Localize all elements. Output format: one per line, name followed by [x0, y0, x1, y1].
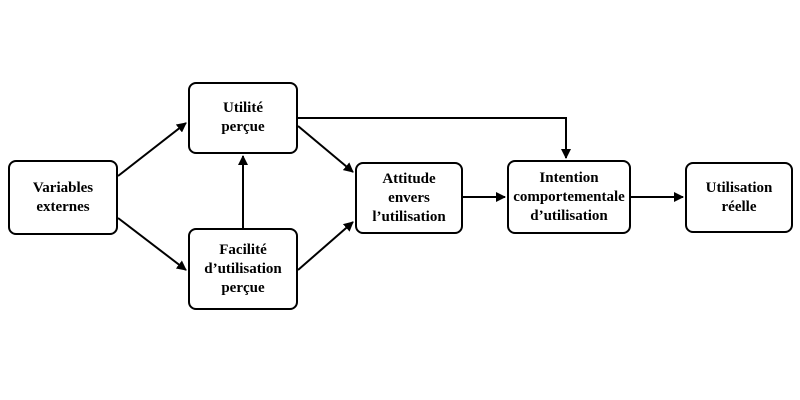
node-label-attitude: Attitude envers l’utilisation	[372, 170, 446, 225]
node-facilite-utilisation: Facilité d’utilisation perçue	[188, 228, 298, 310]
node-label-intention: Intention comportementale d’utilisation	[513, 169, 625, 224]
node-label-utilite-percue: Utilité perçue	[221, 100, 265, 135]
arrow-variables-to-utilite	[117, 122, 187, 177]
node-variables-externes: Variables externes	[8, 160, 118, 235]
node-attitude: Attitude envers l’utilisation	[355, 162, 463, 234]
arrow-variables-to-facilite	[117, 217, 187, 271]
arrow-facilite-to-attitude	[297, 221, 354, 271]
node-label-variables-externes: Variables externes	[32, 179, 94, 215]
node-label-facilite-utilisation: Facilité d’utilisation perçue	[204, 241, 282, 296]
arrow-utilite-to-intention	[298, 117, 571, 159]
node-intention: Intention comportementale d’utilisation	[507, 160, 631, 234]
node-utilisation-reelle: Utilisation réelle	[685, 162, 793, 233]
node-label-utilisation-reelle: Utilisation réelle	[705, 179, 773, 215]
node-utilite-percue: Utilité perçue	[188, 82, 298, 154]
arrow-utilite-to-attitude	[297, 125, 354, 173]
